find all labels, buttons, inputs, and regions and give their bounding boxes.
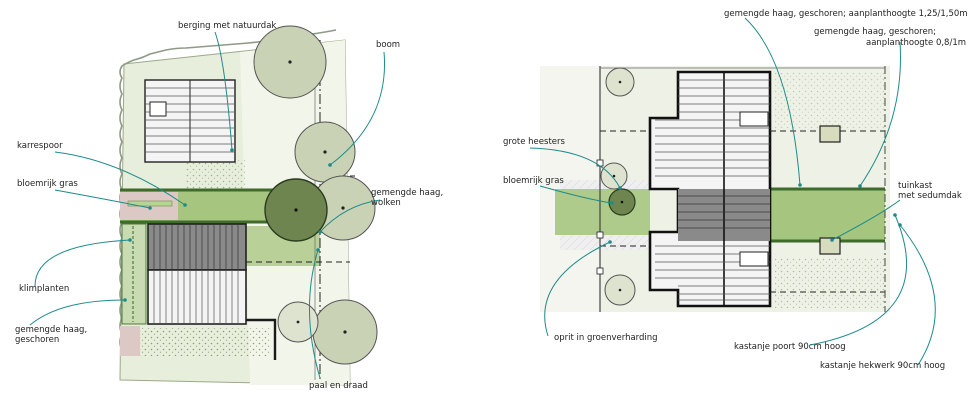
label-klimplanten: klimplanten (19, 284, 69, 294)
left-trees (253, 25, 378, 365)
label-kastanje-hekwerk: kastanje hekwerk 90cm hoog (820, 361, 945, 371)
label-berging: berging met natuurdak (178, 21, 276, 31)
right-site-plan: gemengde haag, geschoren; aanplanthoogte… (503, 9, 968, 371)
label-haag-080: gemengde haag, geschoren; aanplanthoogte… (814, 27, 966, 48)
label-paal-en-draad: paal en draad (309, 381, 368, 391)
right-grass-strip (555, 189, 650, 235)
tuinkast-top (819, 125, 841, 143)
label-haag-150: gemengde haag, geschoren; aanplanthoogte… (724, 9, 968, 19)
label-bloemrijk-gras-right: bloemrijk gras (503, 176, 564, 186)
right-house (648, 70, 772, 308)
label-gemengde-haag-geschoren: gemengde haag, geschoren (15, 325, 90, 345)
label-tuinkast: tuinkast met sedumdak (898, 181, 962, 201)
label-gemengde-haag-wolken: gemengde haag, wolken (371, 188, 446, 208)
right-roof-lines (655, 79, 770, 301)
left-wall (246, 318, 277, 360)
label-oprit: oprit in groenverharding (554, 333, 658, 343)
right-leader-lines (529, 17, 936, 366)
label-kastanje-poort: kastanje poort 90cm hoog (734, 342, 846, 352)
right-shrub-border (775, 258, 885, 308)
left-leader-lines (29, 31, 386, 379)
label-karrespoor: karrespoor (17, 141, 63, 151)
left-site-plan: berging met natuurdak boom karrespoor bl… (15, 21, 446, 391)
label-bloemrijk-gras-left: bloemrijk gras (17, 179, 78, 189)
left-shrub-border-bottom (120, 328, 270, 356)
left-pink-path (120, 326, 140, 356)
label-boom: boom (376, 40, 400, 50)
left-shrub-border-top (185, 160, 245, 190)
label-grote-heesters: grote heesters (503, 137, 565, 147)
right-shrub-border-top (775, 72, 885, 130)
berging-shed (144, 79, 236, 163)
right-garden-grass (770, 189, 885, 241)
right-trees (600, 67, 636, 306)
tuinkast-bottom (819, 237, 841, 255)
left-house (147, 223, 247, 325)
klimplanten-strip (121, 223, 147, 325)
